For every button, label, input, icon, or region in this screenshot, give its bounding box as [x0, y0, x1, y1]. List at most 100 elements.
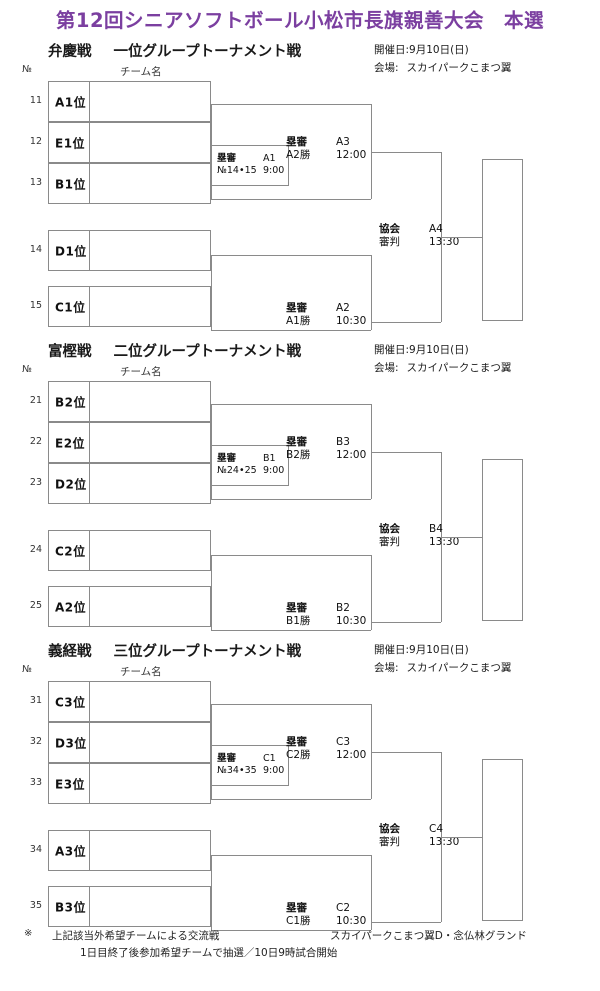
upper-match-code: A3 [336, 136, 350, 148]
seed-match-sub: №34•35 [217, 765, 257, 776]
team-number: 33 [29, 777, 42, 788]
team-row[interactable]: E2位 [48, 422, 211, 463]
upper-bracket-top-line [211, 104, 371, 105]
team-row-divider [89, 764, 90, 803]
team-row-divider [89, 231, 90, 270]
team-name: E2位 [55, 436, 86, 450]
champion-box[interactable] [482, 759, 523, 921]
team-row[interactable]: E1位 [48, 122, 211, 163]
team-row[interactable]: D3位 [48, 722, 211, 763]
lower-bracket-left-line [211, 255, 212, 330]
team-row-divider [89, 587, 90, 626]
lower-bracket-bottom-line [211, 330, 371, 331]
lower-bracket-right-line [371, 855, 372, 930]
section-meta-1: 開催日:9月10日(日)会場:スカイパークこまつ翼 [362, 41, 592, 77]
upper-bracket-right-line [371, 404, 372, 499]
lower-bracket-bottom-line [211, 930, 371, 931]
team-row[interactable]: D1位 [48, 230, 211, 271]
column-header-no: № [22, 64, 32, 75]
lower-bracket-right-line [371, 255, 372, 330]
section-subtitle: 三位グループトーナメント戦 [113, 644, 302, 660]
seed-match-umpire: 塁審 [217, 753, 237, 764]
seed-match-umpire: 塁審 [217, 153, 237, 164]
footnote-line2: 1日目終了後参加希望チームで抽選／10日9時試合開始 [80, 947, 338, 959]
team-name: B2位 [55, 395, 86, 409]
section-subtitle: 一位グループトーナメント戦 [113, 44, 302, 60]
upper-match-sub: A2勝 [286, 149, 311, 161]
team-row[interactable]: C3位 [48, 681, 211, 722]
upper-bracket-right-line [371, 704, 372, 799]
event-date-label: 開催日: [374, 344, 410, 356]
team-row[interactable]: A2位 [48, 586, 211, 627]
section-meta-3: 開催日:9月10日(日)会場:スカイパークこまつ翼 [362, 641, 592, 677]
team-row[interactable]: D2位 [48, 463, 211, 504]
final-bracket-top-line [371, 452, 441, 453]
section-name: 弁慶戦 [48, 44, 92, 60]
seed-match-sub: №14•15 [217, 165, 257, 176]
section-title-2: 富樫戦二位グループトーナメント戦 [48, 340, 301, 361]
champion-box[interactable] [482, 459, 523, 621]
seed-match-code: B1 [263, 453, 276, 464]
lower-match-sub: B1勝 [286, 615, 311, 627]
lower-match-code: C2 [336, 902, 351, 914]
upper-bracket-right-line [371, 104, 372, 199]
footnote-line1-left: 上記該当外希望チームによる交流戦 [52, 930, 220, 942]
upper-bracket-top-line [211, 704, 371, 705]
team-row[interactable]: C1位 [48, 286, 211, 327]
team-row[interactable]: A1位 [48, 81, 211, 122]
team-row-divider [89, 682, 90, 721]
team-row[interactable]: A3位 [48, 830, 211, 871]
team-row[interactable]: C2位 [48, 530, 211, 571]
page-title: 第12回シニアソフトボール小松市長旗親善大会 本選 [55, 9, 545, 32]
final-match-umpire: 協会 [379, 823, 400, 835]
team-row-divider [89, 123, 90, 162]
venue-value: スカイパークこまつ翼 [406, 62, 512, 74]
upper-bracket-left-upper-line [211, 704, 212, 745]
lower-match-sub: C1勝 [286, 915, 311, 927]
lower-match-sub: A1勝 [286, 315, 311, 327]
team-row[interactable]: E3位 [48, 763, 211, 804]
team-name: A2位 [55, 600, 87, 614]
team-name: B1位 [55, 177, 86, 191]
upper-match-sub: C2勝 [286, 749, 311, 761]
team-number: 13 [29, 177, 42, 188]
team-number: 25 [29, 600, 42, 611]
champion-box[interactable] [482, 159, 523, 321]
upper-match-code: B3 [336, 436, 350, 448]
final-bracket-bottom-line [371, 622, 441, 623]
team-name: C3位 [55, 695, 86, 709]
final-match-umpire: 協会 [379, 223, 400, 235]
lower-bracket-left-line [211, 855, 212, 930]
team-row[interactable]: B3位 [48, 886, 211, 927]
final-match-sub: 審判 [379, 236, 400, 248]
section-name: 義経戦 [48, 644, 92, 660]
team-row[interactable]: B2位 [48, 381, 211, 422]
seed-match-box [211, 445, 289, 486]
team-row-divider [89, 531, 90, 570]
column-header-team: チーム名 [120, 366, 162, 378]
team-row-divider [89, 164, 90, 203]
final-bracket-top-line [371, 752, 441, 753]
venue-line: 会場:スカイパークこまつ翼 [362, 59, 592, 77]
seed-match-umpire: 塁審 [217, 453, 237, 464]
final-match-time: 13:30 [429, 836, 460, 848]
team-row[interactable]: B1位 [48, 163, 211, 204]
seed-match-box [211, 145, 289, 186]
upper-match-umpire: 塁審 [286, 136, 307, 148]
lower-match-code: A2 [336, 302, 350, 314]
footnote-line1-right: スカイパークこまつ翼D・念仏林グランド [330, 930, 527, 942]
lower-match-umpire: 塁審 [286, 602, 307, 614]
final-bracket-bottom-line [371, 322, 441, 323]
lower-bracket-right-line [371, 555, 372, 630]
lower-match-time: 10:30 [336, 915, 367, 927]
event-date-line: 開催日:9月10日(日) [362, 41, 592, 59]
champion-connector-line [441, 537, 482, 538]
team-row-divider [89, 82, 90, 121]
upper-match-sub: B2勝 [286, 449, 311, 461]
